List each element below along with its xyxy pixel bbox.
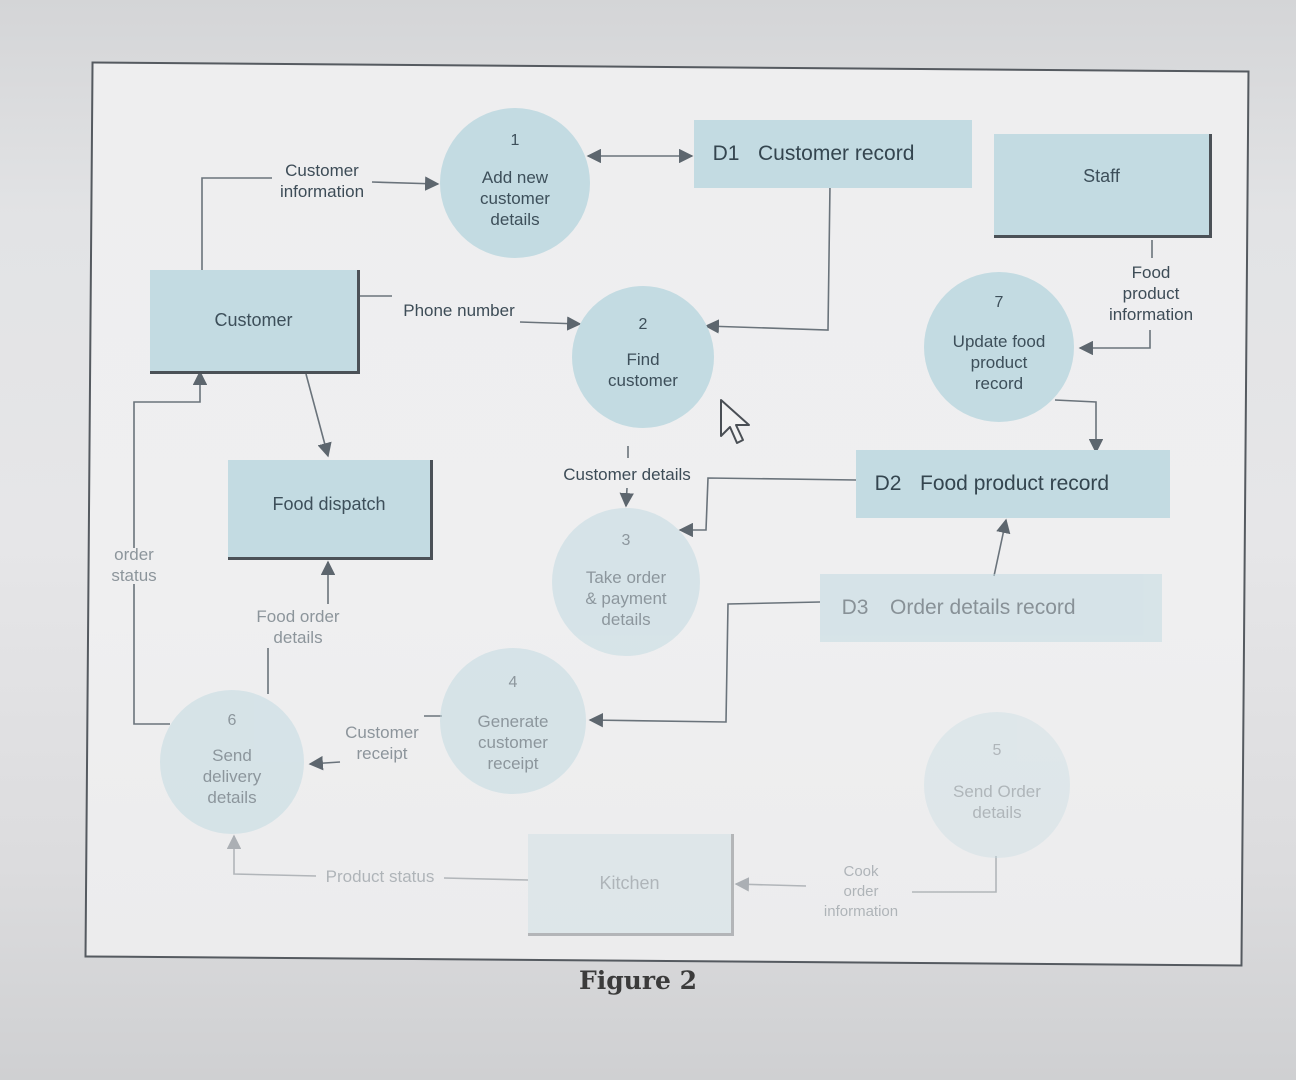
flow-label-food-order-details: Food order details bbox=[256, 607, 340, 647]
flow-label-order-status: order status bbox=[111, 545, 157, 585]
process-3-name: Take order & payment details bbox=[585, 568, 667, 629]
process-7-name: Update food product record bbox=[952, 332, 1046, 393]
process-5-name: Send Order details bbox=[953, 782, 1041, 822]
store-d3-id: D3 bbox=[841, 596, 869, 619]
flow-label-customer-details: Customer details bbox=[563, 465, 691, 484]
process-6-name: Send delivery details bbox=[202, 746, 262, 807]
process-4: 4 Generate customer receipt bbox=[440, 648, 586, 794]
store-d3-name: Order details record bbox=[890, 596, 1076, 619]
process-2-number: 2 bbox=[638, 316, 648, 333]
flow-d2-p3 bbox=[678, 477, 857, 538]
flow-label-phone-number: Phone number bbox=[403, 301, 515, 320]
entity-staff: Staff bbox=[994, 134, 1212, 238]
process-1-number: 1 bbox=[510, 132, 520, 149]
process-2: 2 Find customer bbox=[572, 286, 714, 428]
process-2-name: Find customer bbox=[608, 350, 678, 390]
store-d2-name: Food product record bbox=[920, 472, 1110, 495]
flow-label-food-product-information: Food product information bbox=[1108, 263, 1194, 324]
process-4-name: Generate customer receipt bbox=[477, 712, 549, 773]
entity-kitchen-label: Kitchen bbox=[599, 873, 660, 893]
store-d2: D2 Food product record bbox=[856, 450, 1170, 518]
flow-label-customer-receipt: Customer receipt bbox=[345, 723, 419, 763]
flow-cook-order bbox=[912, 856, 997, 893]
mouse-pointer-icon bbox=[720, 399, 750, 444]
flow-label-customer-information: Customer information bbox=[279, 161, 365, 201]
entity-staff-label: Staff bbox=[1083, 166, 1120, 186]
flow-order-status bbox=[133, 584, 170, 725]
flow-d1-p2 bbox=[704, 184, 831, 334]
flow-d3-p4 bbox=[588, 601, 821, 728]
process-3: 3 Take order & payment details bbox=[552, 508, 700, 656]
entity-food-dispatch: Food dispatch bbox=[228, 460, 433, 560]
flow-label-product-status: Product status bbox=[325, 867, 435, 886]
flow-customer-information bbox=[201, 177, 272, 270]
store-d1-id: D1 bbox=[712, 142, 740, 165]
process-6-number: 6 bbox=[227, 712, 237, 729]
flow-label-cook-order-information: Cook order information bbox=[823, 863, 899, 920]
store-d3: D3 Order details record bbox=[820, 574, 1162, 642]
entity-customer-label: Customer bbox=[214, 310, 293, 330]
entity-kitchen: Kitchen bbox=[528, 834, 734, 936]
process-1-name: Add new customer details bbox=[480, 168, 550, 229]
flow-d3-d2 bbox=[993, 518, 1011, 577]
process-3-number: 3 bbox=[621, 532, 631, 549]
flow-product-status bbox=[443, 877, 529, 881]
process-7-number: 7 bbox=[994, 294, 1004, 311]
process-5: 5 Send Order details bbox=[924, 712, 1070, 858]
figure-caption: Figure 2 bbox=[578, 966, 698, 995]
store-d1: D1 Customer record bbox=[694, 120, 972, 188]
flow-customer-dispatch bbox=[305, 373, 332, 458]
store-d2-id: D2 bbox=[874, 472, 902, 495]
process-5-number: 5 bbox=[992, 742, 1002, 759]
entity-food-dispatch-label: Food dispatch bbox=[272, 494, 386, 514]
flow-p7-d2 bbox=[1054, 399, 1104, 454]
store-d1-name: Customer record bbox=[758, 142, 915, 165]
process-6: 6 Send delivery details bbox=[160, 690, 304, 834]
process-7: 7 Update food product record bbox=[924, 272, 1074, 422]
process-1: 1 Add new customer details bbox=[440, 108, 590, 258]
process-4-number: 4 bbox=[508, 674, 518, 691]
entity-customer: Customer bbox=[150, 270, 360, 374]
